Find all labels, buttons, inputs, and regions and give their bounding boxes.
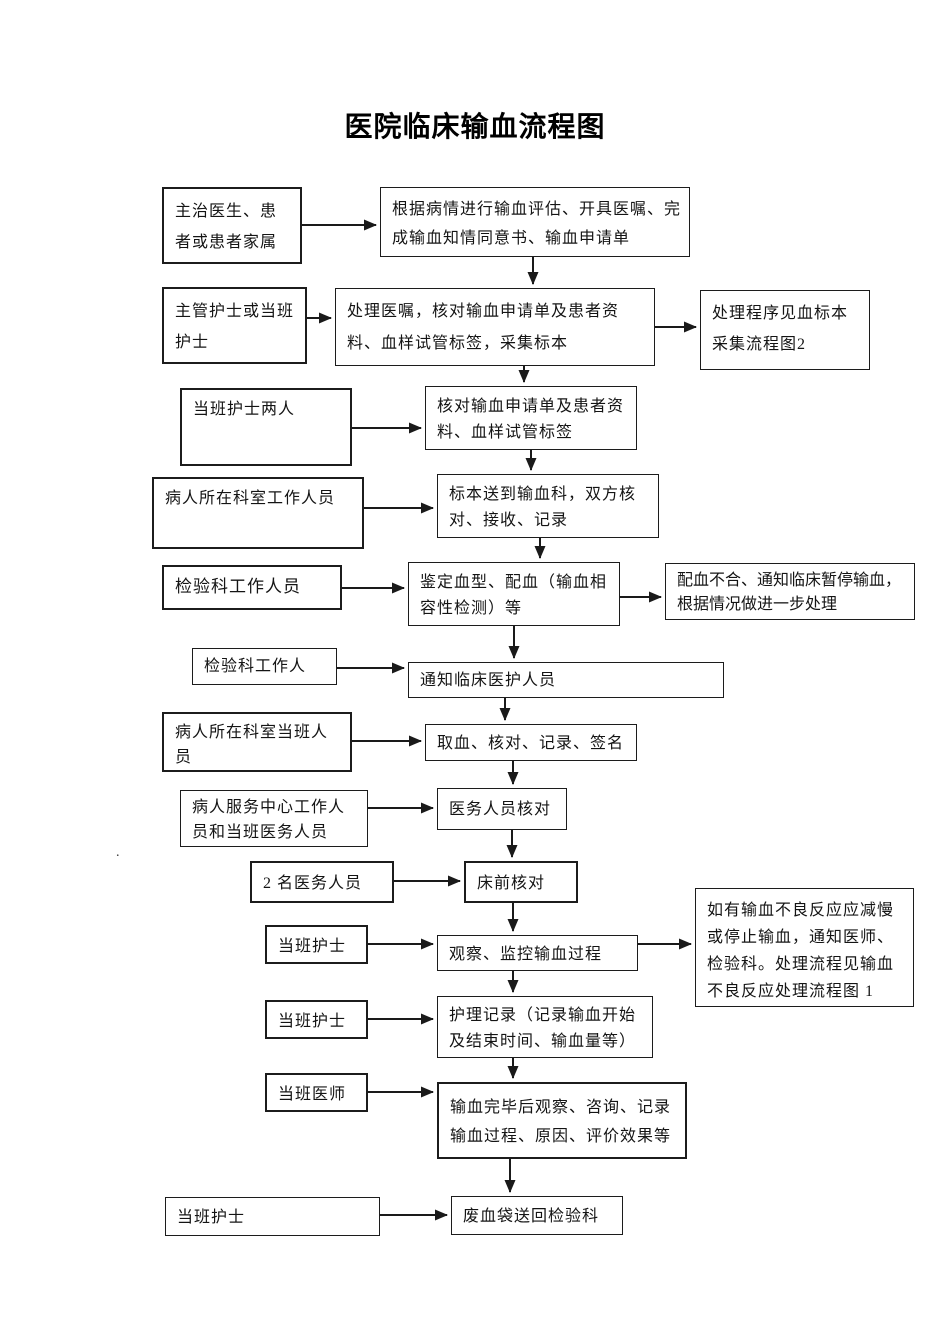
node-service-center-staff: 病人服务中心工作人员和当班医务人员 bbox=[180, 790, 368, 847]
node-two-medical-staff: 2 名医务人员 bbox=[250, 861, 394, 903]
node-duty-nurse-c: 当班护士 bbox=[165, 1197, 380, 1236]
page-title: 医院临床输血流程图 bbox=[344, 111, 606, 142]
node-duty-nurse-a: 当班护士 bbox=[265, 925, 368, 964]
node-nursing-record: 护理记录（记录输血开始及结束时间、输血量等） bbox=[437, 996, 653, 1058]
stray-dot: . bbox=[116, 845, 120, 860]
node-note-incompatible-match: 配血不合、通知临床暂停输血，根据情况做进一步处理 bbox=[665, 563, 915, 620]
node-post-transfusion-review: 输血完毕后观察、咨询、记录输血过程、原因、评价效果等 bbox=[437, 1082, 687, 1159]
node-blood-typing-matching: 鉴定血型、配血（输血相容性检测）等 bbox=[408, 562, 620, 626]
node-assessment-orders: 根据病情进行输血评估、开具医嘱、完成输血知情同意书、输血申请单 bbox=[380, 187, 690, 257]
node-process-orders-collect: 处理医嘱，核对输血申请单及患者资料、血样试管标签，采集标本 bbox=[335, 288, 655, 366]
node-notify-clinical-staff: 通知临床医护人员 bbox=[408, 662, 724, 698]
node-duty-nurse-b: 当班护士 bbox=[265, 1000, 368, 1039]
node-attending-doctor-patient: 主治医生、患者或患者家属 bbox=[162, 187, 302, 264]
node-send-sample-transfusion-dept: 标本送到输血科，双方核对、接收、记录 bbox=[437, 474, 659, 538]
node-take-blood-sign: 取血、核对、记录、签名 bbox=[425, 724, 637, 761]
node-duty-physician: 当班医师 bbox=[265, 1073, 368, 1112]
node-bedside-verify: 床前核对 bbox=[464, 861, 578, 903]
node-lab-staff: 检验科工作人员 bbox=[162, 565, 342, 610]
node-return-blood-bag: 废血袋送回检验科 bbox=[451, 1196, 623, 1235]
node-note-sample-collection: 处理程序见血标本采集流程图2 bbox=[700, 290, 870, 370]
node-monitor-transfusion: 观察、监控输血过程 bbox=[437, 935, 638, 971]
node-medical-staff-verify: 医务人员核对 bbox=[437, 788, 567, 830]
node-lab-staff-2: 检验科工作人 bbox=[192, 648, 337, 685]
node-dept-staff: 病人所在科室工作人员 bbox=[152, 477, 364, 549]
node-charge-nurse: 主管护士或当班护士 bbox=[162, 287, 307, 364]
node-verify-application-labels: 核对输血申请单及患者资料、血样试管标签 bbox=[425, 386, 637, 450]
node-two-duty-nurses: 当班护士两人 bbox=[180, 388, 352, 466]
node-note-adverse-reaction: 如有输血不良反应应减慢或停止输血，通知医师、检验科。处理流程见输血不良反应处理流… bbox=[695, 888, 914, 1007]
node-dept-duty-staff: 病人所在科室当班人员 bbox=[162, 712, 352, 772]
